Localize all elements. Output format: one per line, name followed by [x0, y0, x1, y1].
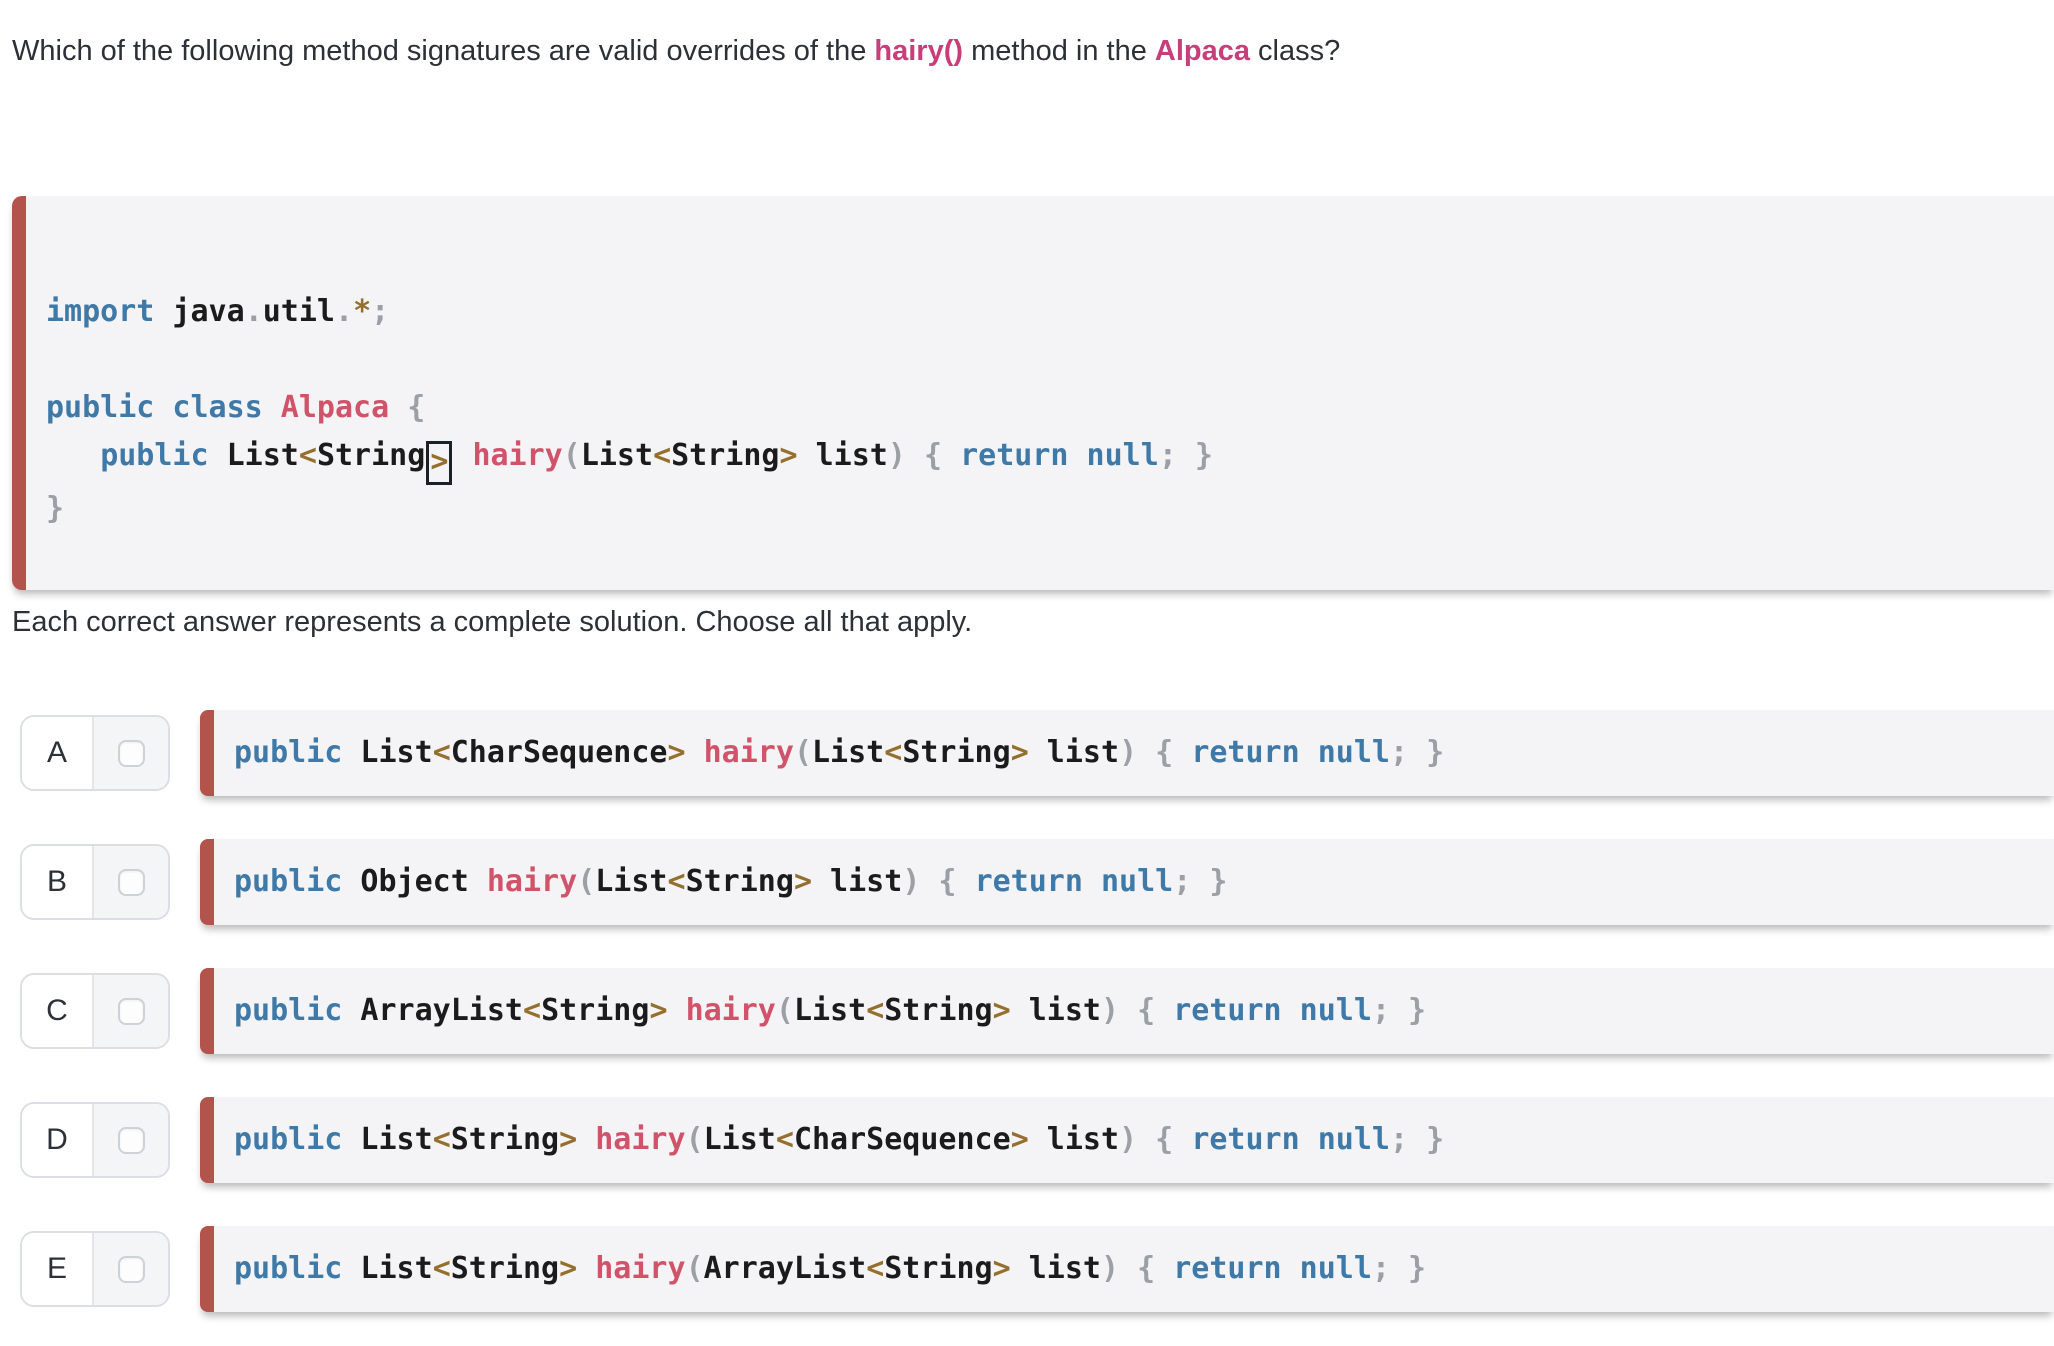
- option-checkbox[interactable]: [117, 1126, 145, 1154]
- option-pill[interactable]: B: [20, 844, 170, 920]
- code-line: public List<String> hairy(List<String> l…: [46, 432, 2054, 485]
- code-line: import java.util.*;: [46, 294, 390, 329]
- instruction-text: Each correct answer represents a complet…: [12, 606, 973, 638]
- option-label: A: [22, 717, 94, 789]
- code-line: public class Alpaca {: [46, 390, 426, 425]
- option-checkbox[interactable]: [117, 997, 145, 1025]
- options-list: A public List<CharSequence> hairy(List<S…: [0, 710, 2054, 1346]
- option-checkbox[interactable]: [117, 739, 145, 767]
- option-pill[interactable]: A: [20, 715, 170, 791]
- class-name-highlight: Alpaca: [1154, 35, 1250, 67]
- option-checkbox[interactable]: [117, 1255, 145, 1283]
- option-code-block: public Object hairy(List<String> list) {…: [200, 839, 2054, 925]
- option-row-b[interactable]: B public Object hairy(List<String> list)…: [0, 839, 2054, 925]
- option-label: B: [22, 846, 94, 918]
- option-code-block: public List<String> hairy(ArrayList<Stri…: [200, 1226, 2054, 1312]
- option-code-line: public List<String> hairy(List<CharSeque…: [234, 1122, 1445, 1157]
- option-label: D: [22, 1104, 94, 1176]
- option-row-e[interactable]: E public List<String> hairy(ArrayList<St…: [0, 1226, 2054, 1312]
- option-row-d[interactable]: D public List<String> hairy(List<CharSeq…: [0, 1097, 2054, 1183]
- option-code-line: public Object hairy(List<String> list) {…: [234, 864, 1228, 899]
- option-code-line: public List<CharSequence> hairy(List<Str…: [234, 735, 1445, 770]
- question-code-block: import java.util.*; public class Alpaca …: [12, 196, 2054, 590]
- option-checkcell[interactable]: [94, 846, 168, 918]
- option-code-line: public List<String> hairy(ArrayList<Stri…: [234, 1251, 1427, 1286]
- question-text: Which of the following method signatures…: [12, 32, 2030, 70]
- method-name-highlight: hairy(): [874, 35, 964, 67]
- option-label: E: [22, 1233, 94, 1305]
- question-code-lines: import java.util.*; public class Alpaca …: [46, 288, 2054, 533]
- option-code-line: public ArrayList<String> hairy(List<Stri…: [234, 993, 1427, 1028]
- option-checkcell[interactable]: [94, 717, 168, 789]
- option-checkcell[interactable]: [94, 1233, 168, 1305]
- option-code-block: public ArrayList<String> hairy(List<Stri…: [200, 968, 2054, 1054]
- question-text-part1: Which of the following method signatures…: [12, 35, 875, 67]
- option-checkcell[interactable]: [94, 1104, 168, 1176]
- option-pill[interactable]: D: [20, 1102, 170, 1178]
- option-label: C: [22, 975, 94, 1047]
- option-code-block: public List<CharSequence> hairy(List<Str…: [200, 710, 2054, 796]
- option-row-a[interactable]: A public List<CharSequence> hairy(List<S…: [0, 710, 2054, 796]
- option-pill[interactable]: E: [20, 1231, 170, 1307]
- question-text-part2: method in the: [963, 35, 1155, 67]
- question-text-part3: class?: [1250, 35, 1341, 67]
- code-line: [46, 336, 2054, 384]
- text-cursor: >: [426, 441, 453, 485]
- option-checkcell[interactable]: [94, 975, 168, 1047]
- code-line: }: [46, 491, 65, 526]
- option-code-block: public List<String> hairy(List<CharSeque…: [200, 1097, 2054, 1183]
- option-checkbox[interactable]: [117, 868, 145, 896]
- option-row-c[interactable]: C public ArrayList<String> hairy(List<St…: [0, 968, 2054, 1054]
- option-pill[interactable]: C: [20, 973, 170, 1049]
